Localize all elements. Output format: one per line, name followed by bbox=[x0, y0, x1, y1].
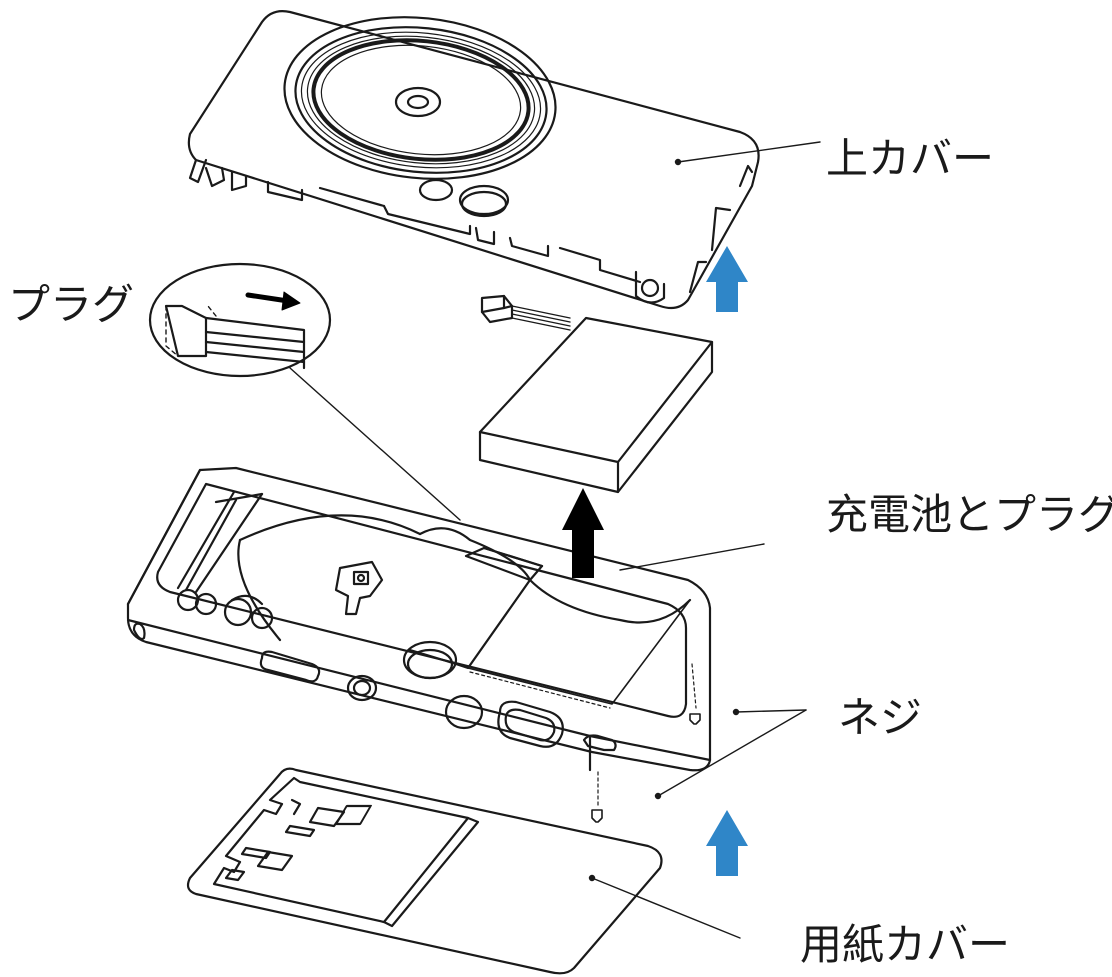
battery-and-plug-label: 充電池とプラグ bbox=[826, 490, 1112, 539]
up-arrow-icon bbox=[706, 246, 748, 312]
screw-part bbox=[591, 663, 701, 823]
plug-label: プラグ bbox=[8, 280, 135, 329]
up-arrow-icon bbox=[562, 488, 604, 578]
blue-up-arrow-bottom bbox=[706, 810, 748, 876]
leader-lines bbox=[588, 141, 821, 939]
paper-cover-label: 用紙カバー bbox=[800, 920, 1011, 969]
paper-cover-part bbox=[186, 767, 663, 975]
zoom-arrow bbox=[245, 291, 301, 311]
screw-label: ネジ bbox=[838, 693, 923, 742]
black-up-arrow bbox=[562, 488, 604, 578]
top-cover-part bbox=[187, 10, 760, 310]
battery-part bbox=[478, 294, 714, 494]
main-body-part bbox=[126, 466, 712, 772]
top-cover-label: 上カバー bbox=[826, 134, 995, 183]
plug-zoom-callout bbox=[148, 262, 461, 521]
blue-up-arrow-top bbox=[706, 246, 748, 312]
up-arrow-icon bbox=[706, 810, 748, 876]
